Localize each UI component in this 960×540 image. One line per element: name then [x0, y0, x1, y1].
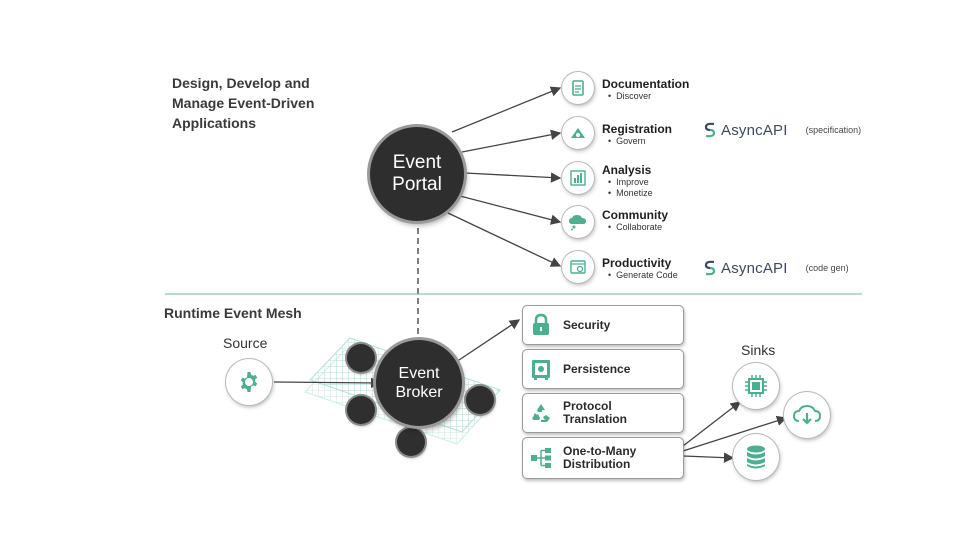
arrow-sink-2: [682, 415, 788, 452]
mesh-node: [347, 344, 375, 372]
feature-bullet: Discover: [602, 91, 689, 102]
asyncapi-brand: AsyncAPI: [721, 121, 788, 139]
mesh-node: [466, 386, 494, 414]
arrow-sink-1: [682, 401, 742, 447]
feature-name: Registration: [602, 122, 673, 136]
asyncapi-codegen: AsyncAPI (code gen): [703, 259, 849, 277]
feature-bullet: Collaborate: [602, 222, 668, 233]
capability-distribution[interactable]: One-to-Many Distribution: [522, 437, 684, 479]
portal-line1: Event: [392, 152, 442, 173]
feature-analysis: Analysis Improve Monetize: [602, 163, 653, 199]
arrow-broker-capabilities: [455, 319, 521, 363]
feature-community: Community Collaborate: [602, 208, 668, 233]
portal-line2: Portal: [392, 174, 442, 195]
capability-label: Protocol Translation: [563, 399, 628, 426]
arrow-source-broker: [273, 377, 382, 389]
chat-cloud-icon: [562, 206, 594, 238]
vault-icon: [523, 350, 559, 388]
arrow-productivity: [447, 212, 562, 267]
capability-label: Security: [563, 317, 611, 332]
gear-icon: [240, 372, 258, 392]
document-icon: [562, 72, 594, 104]
broker-line1: Event: [398, 365, 440, 382]
arrow-community: [459, 195, 562, 225]
recycle-icon: [523, 394, 559, 432]
feature-bullet: Govern: [602, 136, 672, 147]
asyncapi-note: (code gen): [805, 263, 849, 273]
asyncapi-brand: AsyncAPI: [721, 259, 788, 277]
design-title: Design, Develop and Manage Event-Driven …: [172, 75, 315, 131]
source-label: Source: [223, 335, 268, 351]
arrow-documentation: [451, 86, 562, 133]
event-portal-node[interactable]: Event Portal: [370, 127, 464, 221]
lock-icon: [523, 306, 559, 344]
tree-icon: [523, 438, 559, 478]
event-broker-node[interactable]: Event Broker: [376, 340, 462, 426]
arrow-sink-3: [682, 452, 735, 463]
feature-name: Analysis: [602, 163, 652, 177]
cloud-download-icon: [784, 392, 830, 438]
capability-persistence[interactable]: Persistence: [522, 349, 684, 389]
feature-name: Productivity: [602, 256, 672, 270]
arrow-registration: [461, 129, 562, 153]
capability-security[interactable]: Security: [522, 305, 684, 345]
database-icon: [733, 434, 779, 480]
mesh-node: [397, 428, 425, 456]
capability-label: One-to-Many Distribution: [563, 444, 637, 471]
capability-label: Persistence: [563, 361, 631, 376]
registry-icon: [562, 117, 594, 149]
feature-bullet: Improve: [602, 177, 653, 188]
runtime-title: Runtime Event Mesh: [164, 305, 302, 321]
feature-bullet: Generate Code: [602, 270, 678, 281]
source-node[interactable]: [226, 359, 272, 405]
feature-name: Community: [602, 208, 668, 222]
asyncapi-logo-icon: [704, 260, 716, 276]
asyncapi-note: (specification): [805, 125, 862, 135]
mesh-node: [347, 396, 375, 424]
feature-registration: Registration Govern: [602, 122, 672, 147]
asyncapi-logo-icon: [704, 122, 716, 138]
asyncapi-spec: AsyncAPI (specification): [703, 121, 861, 139]
feature-bullet: Monetize: [602, 188, 653, 199]
feature-name: Documentation: [602, 77, 690, 91]
capability-protocol-translation[interactable]: Protocol Translation: [522, 393, 684, 433]
arrow-analysis: [464, 172, 562, 183]
sinks-label: Sinks: [741, 342, 776, 358]
code-window-icon: [562, 251, 594, 283]
feature-documentation: Documentation Discover: [602, 77, 689, 102]
broker-line2: Broker: [395, 384, 443, 401]
bar-chart-icon: [562, 162, 594, 194]
feature-productivity: Productivity Generate Code: [602, 256, 678, 281]
chip-icon: [733, 363, 779, 409]
